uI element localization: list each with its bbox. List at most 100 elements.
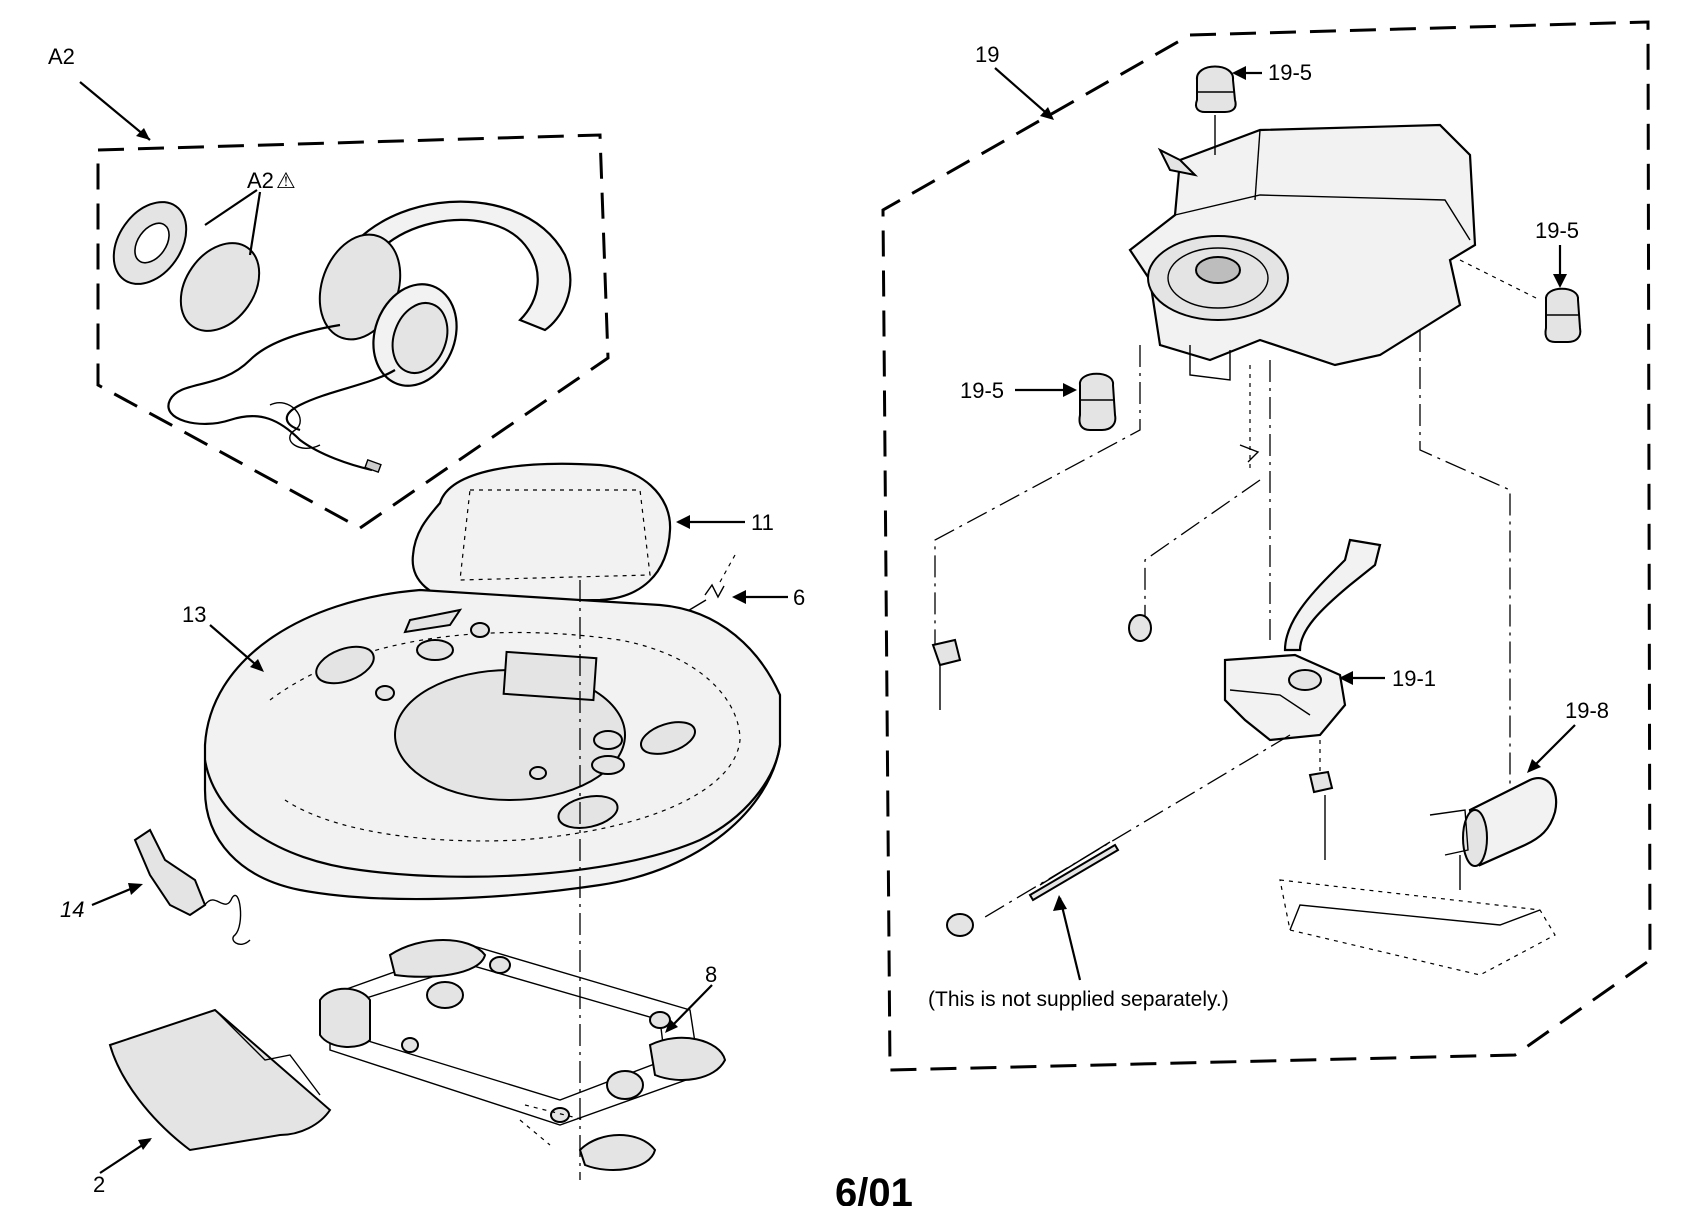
label-a2: A2 xyxy=(48,44,75,69)
label-19-5-left: 19-5 xyxy=(960,378,1004,403)
small-nut xyxy=(1308,770,1334,794)
p19-8-leader xyxy=(1529,724,1576,771)
gear-small xyxy=(1128,614,1152,642)
left-clip xyxy=(931,638,962,667)
label-6: 6 xyxy=(793,585,805,610)
earcup-right-inner xyxy=(391,302,449,374)
pickup-detail xyxy=(1229,689,1311,716)
p19-1-arrowhead xyxy=(1339,671,1353,685)
chain-line-left xyxy=(934,345,1141,650)
guide-shaft xyxy=(1028,843,1120,902)
button-left-1 xyxy=(319,987,371,1048)
chassis-ridge xyxy=(1174,194,1471,241)
label-19: 19 xyxy=(975,42,999,67)
headphone-cord xyxy=(167,323,373,472)
button-right-1 xyxy=(648,1036,727,1081)
p19-5-top-arrowhead xyxy=(1232,66,1246,80)
button-hole-4 xyxy=(375,685,395,701)
p2-arrowhead xyxy=(138,1138,152,1150)
part6-guide xyxy=(719,554,736,583)
ear-pad-hole xyxy=(134,222,170,264)
p8-leader xyxy=(667,984,713,1031)
shaft-thread xyxy=(1039,841,1111,886)
label-19-5-top: 19-5 xyxy=(1268,60,1312,85)
a2-group xyxy=(79,81,610,530)
label-2: 2 xyxy=(93,1172,105,1197)
p14-arrowhead xyxy=(128,883,143,895)
flex-cable xyxy=(1283,538,1382,652)
sled-motor xyxy=(1468,777,1558,867)
label-11: 11 xyxy=(751,510,774,535)
latch-group xyxy=(91,828,251,945)
button-board-group xyxy=(319,580,727,1180)
cabinet-group xyxy=(203,588,782,901)
chassis-tab xyxy=(1157,147,1199,177)
p19-5-right-arrowhead xyxy=(1553,274,1567,288)
chassis-ridge-2 xyxy=(1254,129,1261,201)
a2-leader xyxy=(79,81,151,141)
button-knob-1 xyxy=(426,981,464,1009)
display-window xyxy=(502,650,598,702)
mechanism-group xyxy=(881,20,1652,1072)
chain-line-mid xyxy=(1144,479,1261,620)
p13-leader xyxy=(209,624,263,671)
button-hole-9 xyxy=(591,755,625,775)
label-8: 8 xyxy=(705,962,717,987)
label-19-5-right: 19-5 xyxy=(1535,218,1579,243)
button-knob-4 xyxy=(606,1070,644,1100)
a2a-leader-1 xyxy=(204,189,258,226)
button-hole-2 xyxy=(416,639,454,661)
shaft-end-cap xyxy=(946,913,974,937)
board-dotted-trace xyxy=(519,1104,586,1146)
note-leader xyxy=(1058,897,1082,981)
button-knob-2 xyxy=(489,956,511,974)
caution-mark-icon: ⚠ xyxy=(276,168,296,193)
damper-right-guide xyxy=(1459,259,1541,301)
p11-arrowhead xyxy=(676,515,690,529)
part6-spring xyxy=(704,583,725,599)
base-plate-edge xyxy=(1289,904,1541,931)
button-knob-3 xyxy=(401,1037,419,1053)
a2-arrowhead xyxy=(136,128,150,140)
button-hole-7 xyxy=(557,795,619,829)
button-hole-8 xyxy=(529,766,547,780)
note-arrowhead xyxy=(1053,895,1067,911)
headband xyxy=(328,200,572,332)
button-knob-6 xyxy=(550,1107,570,1123)
label-19-1: 19-1 xyxy=(1392,666,1436,691)
cord-coil xyxy=(269,402,321,449)
battery-cover xyxy=(108,1008,332,1152)
pickup-lens xyxy=(1288,669,1322,691)
button-right-2 xyxy=(578,1134,657,1171)
spindle xyxy=(1195,256,1241,284)
a2a-leader-2 xyxy=(248,191,262,256)
hinge-slot xyxy=(403,608,463,634)
p19-arrowhead xyxy=(1040,107,1054,120)
p19-leader xyxy=(994,67,1053,119)
button-hole-3 xyxy=(470,622,490,638)
ear-pad-right xyxy=(179,242,261,332)
battery-cover-tab xyxy=(214,1009,321,1096)
cabinet-edge xyxy=(203,744,782,878)
shaft-axis xyxy=(979,734,1291,921)
button-left-2 xyxy=(388,939,487,978)
page-number: 6/01 xyxy=(835,1171,913,1206)
not-supplied-note: (This is not supplied separately.) xyxy=(928,988,1229,1011)
p19-8-arrowhead xyxy=(1527,759,1541,773)
chain-line-right xyxy=(1419,330,1511,820)
button-hole-6 xyxy=(640,721,696,755)
label-13: 13 xyxy=(182,602,206,627)
label-a2a: A2 xyxy=(247,168,274,193)
motor-end xyxy=(1462,809,1488,867)
lid-panel xyxy=(411,462,672,604)
cabinet-inner-dotted xyxy=(269,631,741,842)
board-frame xyxy=(329,944,701,1126)
headphone-cord-2 xyxy=(285,369,396,432)
label-19-8: 19-8 xyxy=(1565,698,1609,723)
button-hole-1 xyxy=(315,645,375,685)
plug xyxy=(364,458,382,474)
a2-dashed-boundary xyxy=(96,133,610,530)
latch-body xyxy=(133,828,207,917)
damper-left xyxy=(1078,372,1117,431)
